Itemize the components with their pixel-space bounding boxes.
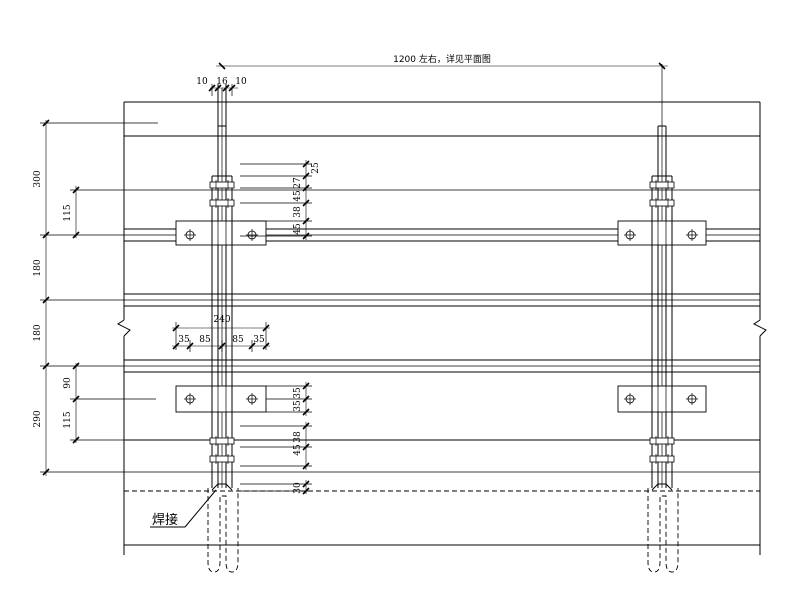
left-dimension-chain: 300 180 180 290 115 90 115	[33, 119, 124, 476]
plate-width-dimensions: 240 35 85 85 35	[172, 315, 270, 352]
right-hanger-assembly	[617, 64, 707, 573]
lower-right-dimension-chain: 35 35 45 38 30	[240, 382, 312, 495]
lr-dim-35a: 35	[293, 387, 303, 399]
plate-dim-part3: 85	[232, 335, 244, 345]
left-dim-180a: 180	[33, 259, 43, 276]
upper-right-dimension-chain: 25 27 45 38 45	[240, 160, 321, 240]
left-dim-115a: 115	[63, 204, 73, 221]
top-dimension-label: 1200 左右，详见平面图	[393, 53, 491, 65]
plate-dim-total: 240	[213, 315, 230, 325]
lr-dim-45: 45	[293, 444, 303, 456]
rod-dim-1: 10	[196, 77, 208, 87]
left-dim-290: 290	[33, 410, 43, 427]
ur-dim-38: 38	[293, 206, 303, 218]
left-dim-300: 300	[33, 170, 43, 187]
rod-width-dimensions: 10 16 10	[196, 77, 247, 96]
left-dim-115b: 115	[63, 411, 73, 428]
lr-dim-35b: 35	[293, 400, 303, 412]
left-hanger-assembly	[175, 84, 267, 573]
plate-dim-part2: 85	[199, 335, 211, 345]
left-dim-180b: 180	[33, 324, 43, 341]
left-dim-90: 90	[63, 377, 73, 389]
rod-dim-2: 16	[216, 77, 228, 87]
top-dimension: 1200 左右，详见平面图	[216, 53, 668, 70]
rod-dim-3: 10	[235, 77, 247, 87]
plate-dim-part4: 35	[253, 335, 265, 345]
plate-dim-part1: 35	[178, 335, 190, 345]
weld-label: 焊接	[152, 512, 178, 528]
ur-dim-45a: 45	[293, 190, 303, 202]
ur-dim-27: 27	[293, 177, 303, 189]
lr-dim-30: 30	[293, 482, 303, 494]
lr-dim-38: 38	[293, 431, 303, 443]
ur-dim-25: 25	[311, 162, 321, 174]
ur-dim-45b: 45	[293, 223, 303, 235]
weld-callout: 焊接	[150, 489, 217, 528]
boundary-lines	[117, 102, 767, 555]
